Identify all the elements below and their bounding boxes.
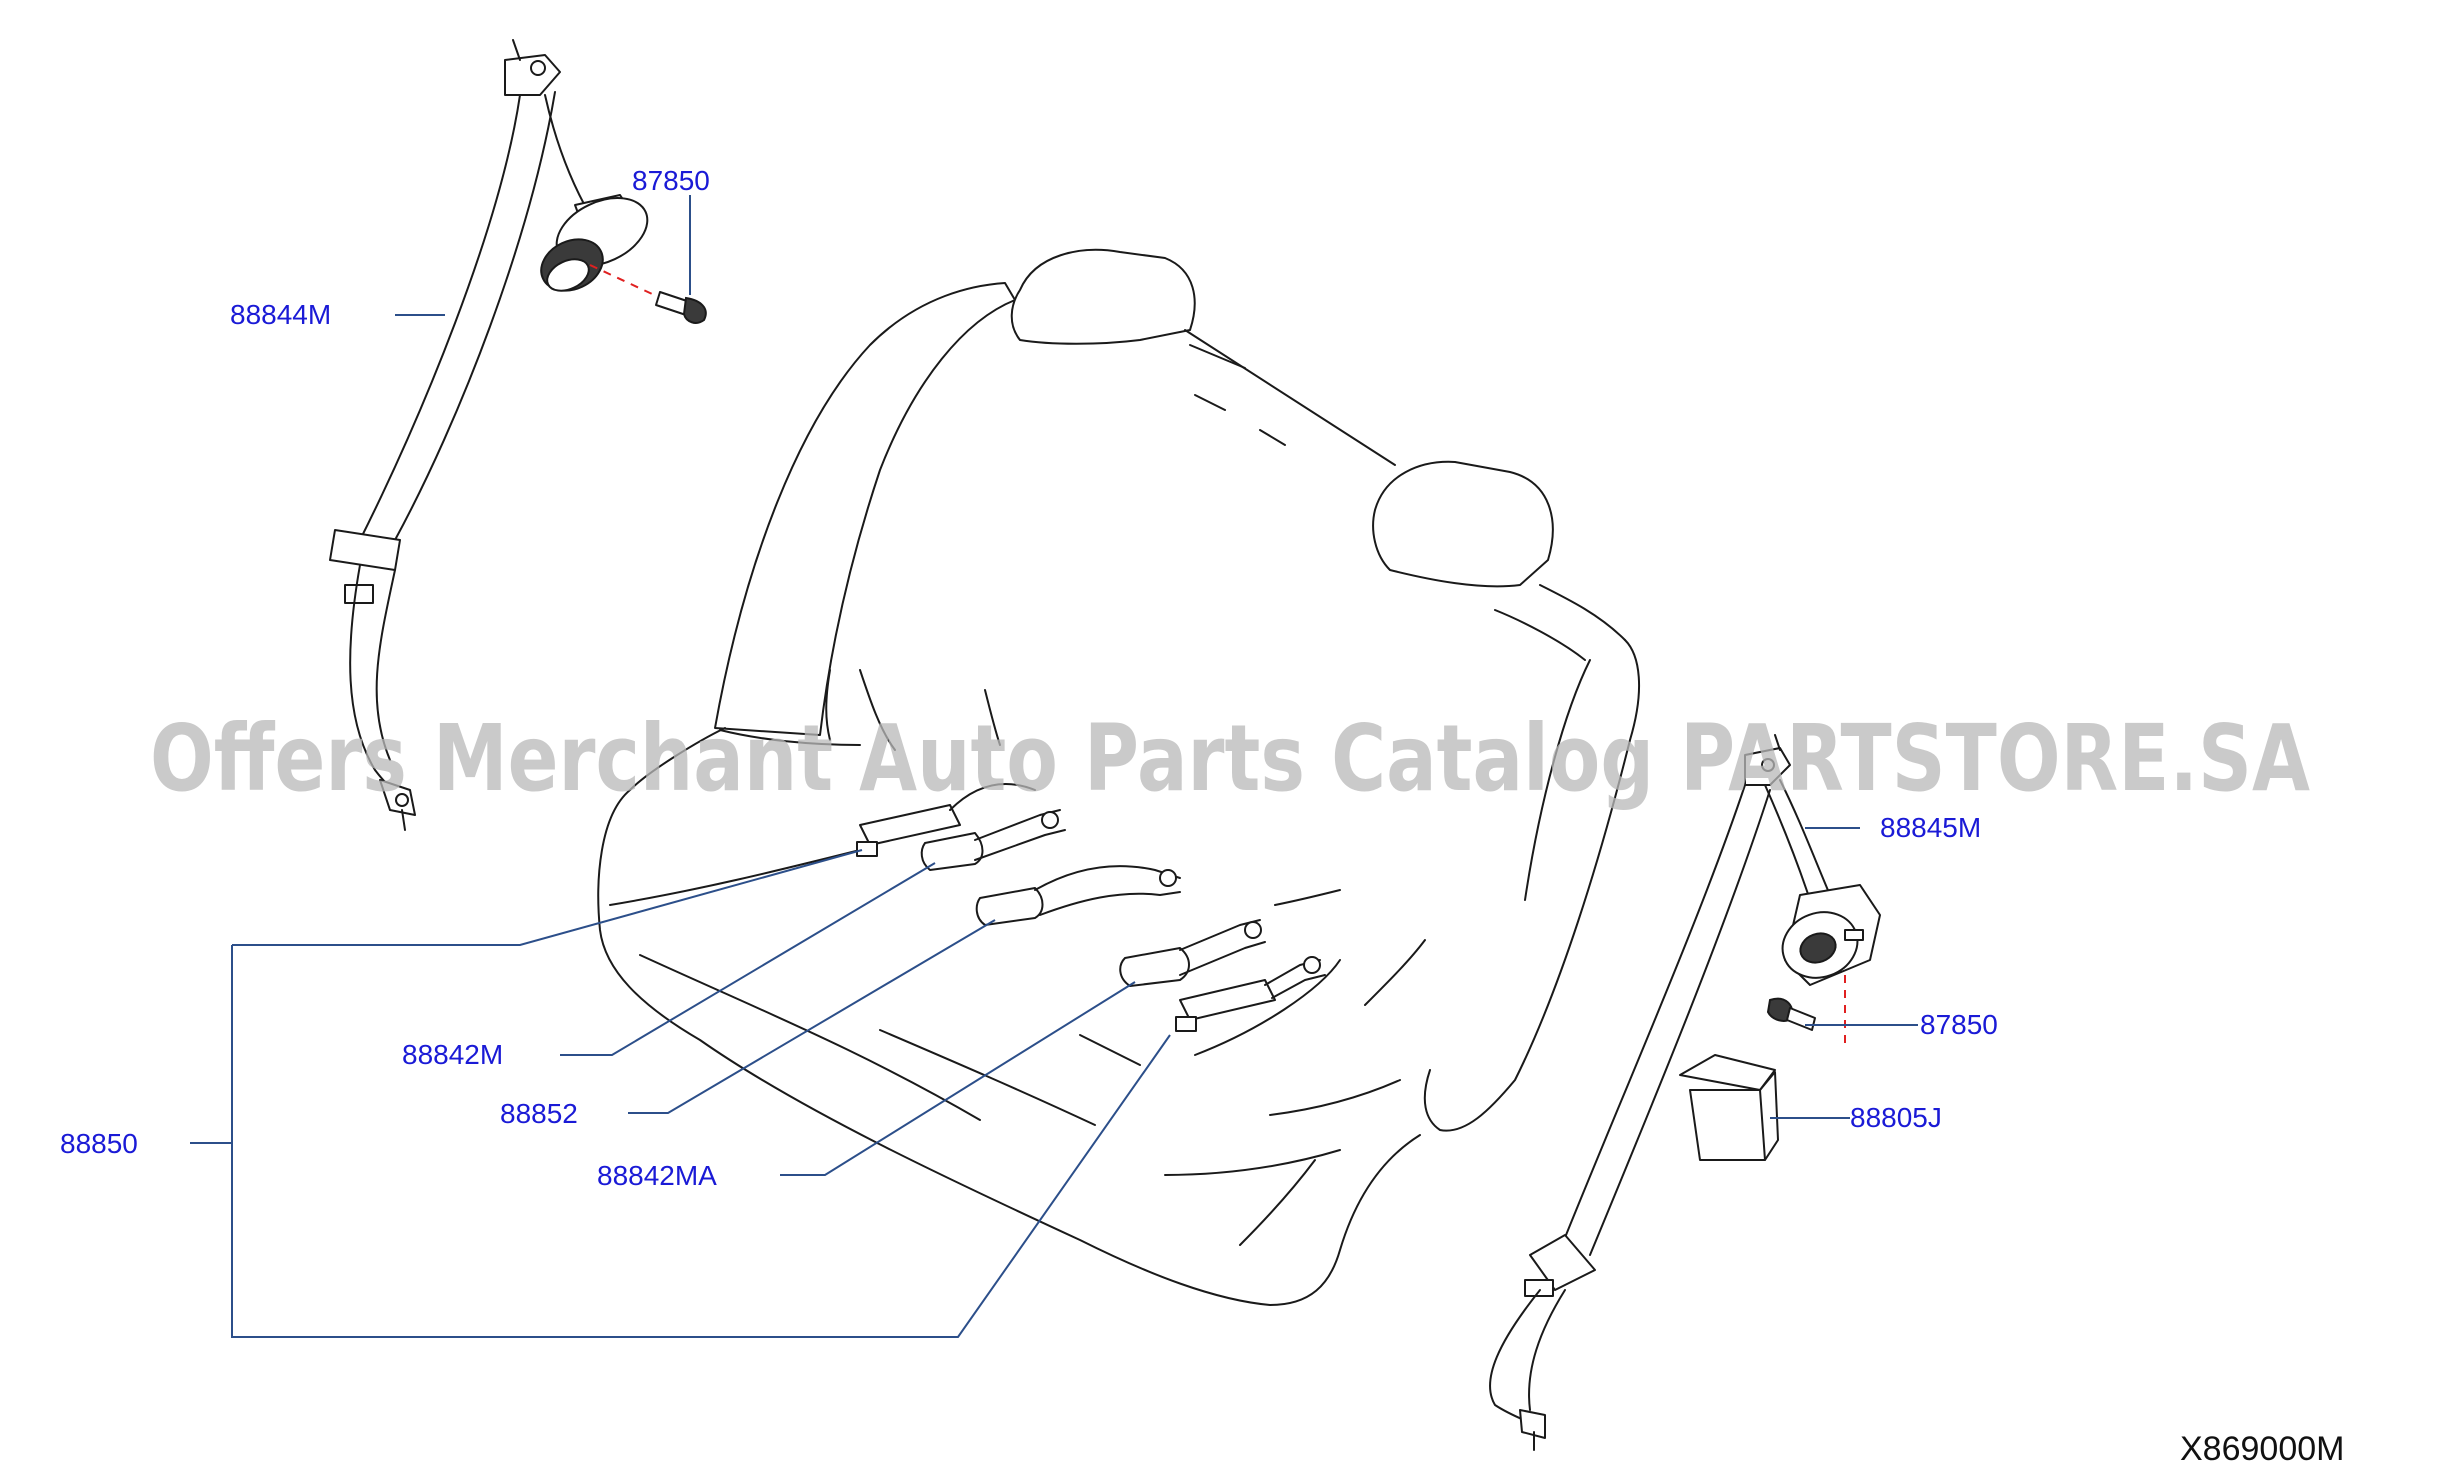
- label-88845M[interactable]: 88845M: [1880, 812, 1981, 843]
- label-88844M[interactable]: 88844M: [230, 299, 331, 330]
- diagram-id: X869000M: [2180, 1430, 2344, 1468]
- left-seat-belt-assembly: [329, 39, 649, 831]
- label-88850[interactable]: 88850: [60, 1128, 138, 1159]
- buckle-88852: [975, 865, 1181, 926]
- buckle-88842MA-b: [1175, 956, 1326, 1032]
- label-88805J[interactable]: 88805J: [1850, 1102, 1942, 1133]
- leader-lines: [190, 195, 1918, 1338]
- bolt-87850-right: [1766, 975, 1846, 1050]
- label-88842MA[interactable]: 88842MA: [597, 1160, 717, 1191]
- right-retractor: [1781, 884, 1881, 986]
- bolt-87850-top: [589, 264, 707, 324]
- watermark-text: Offers Merchant Auto Parts Catalog PARTS…: [150, 705, 2310, 812]
- cover-88805J: [1679, 1054, 1779, 1161]
- right-seat-belt-assembly: [1489, 734, 1881, 1451]
- rear-seat-illustration: [597, 248, 1640, 1306]
- label-88852[interactable]: 88852: [500, 1098, 578, 1129]
- label-87850-right[interactable]: 87850: [1920, 1009, 1998, 1040]
- label-88842M[interactable]: 88842M: [402, 1039, 503, 1070]
- buckle-88842MA: [1119, 919, 1266, 987]
- buckle-88842M: [856, 783, 1036, 857]
- buckle-88842M-b: [920, 809, 1066, 871]
- label-87850-top[interactable]: 87850: [632, 165, 710, 196]
- left-retractor: [540, 194, 649, 292]
